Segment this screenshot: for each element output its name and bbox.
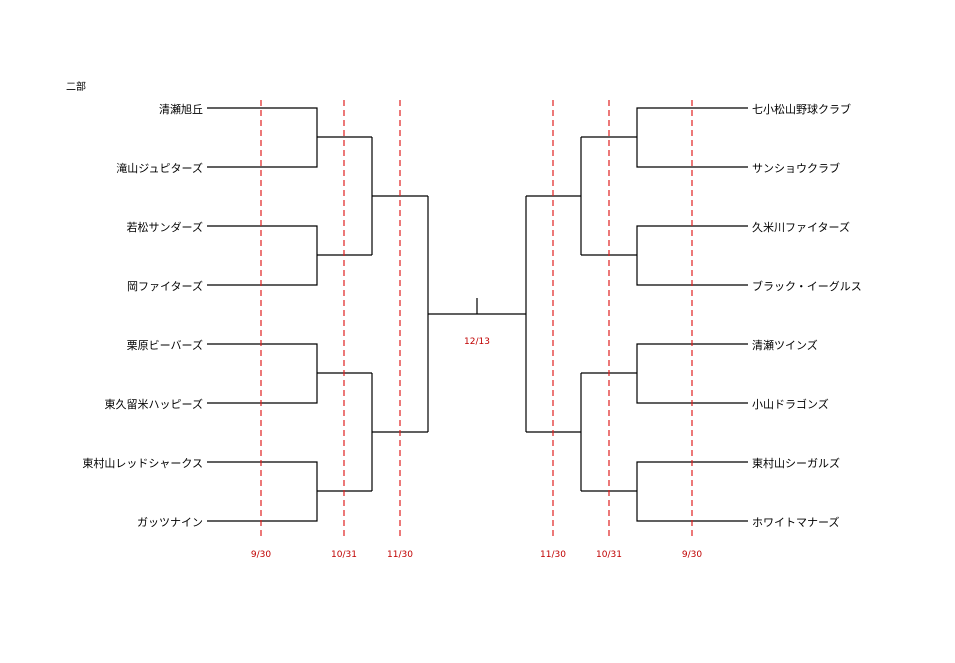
right-round3-date: 11/30	[540, 550, 566, 560]
right-team-8: ホワイトマナーズ	[752, 515, 839, 529]
left-round2-date: 10/31	[331, 550, 357, 560]
right-r1-match-1-line	[581, 107, 748, 168]
left-team-7: 東村山レッドシャークス	[82, 456, 203, 470]
left-semifinal-line	[427, 196, 477, 432]
right-team-list: 七小松山野球クラブ サンショウクラブ 久米川ファイターズ ブラック・イーグルス …	[752, 102, 862, 529]
right-team-2: サンショウクラブ	[752, 161, 840, 175]
left-team-8: ガッツナイン	[137, 516, 203, 529]
round-date-labels: 9/30 10/31 11/30 11/30 10/31 9/30 12/13	[251, 337, 702, 560]
right-semifinal-line	[477, 196, 527, 432]
left-team-3: 若松サンダーズ	[127, 220, 203, 234]
left-bracket-lines	[207, 107, 477, 522]
left-r1-match-1-line	[207, 107, 372, 168]
left-r1-match-2-line	[207, 225, 372, 286]
right-round2-date: 10/31	[596, 550, 622, 560]
left-team-1: 清瀬旭丘	[159, 102, 203, 116]
left-r1-match-4-line	[207, 461, 372, 522]
left-round3-date: 11/30	[387, 550, 413, 560]
left-team-list: 清瀬旭丘 滝山ジュピターズ 若松サンダーズ 岡ファイターズ 栗原ビーバーズ 東久…	[82, 102, 203, 529]
right-team-4: ブラック・イーグルス	[752, 279, 862, 293]
right-team-1: 七小松山野球クラブ	[752, 102, 851, 116]
right-team-7: 東村山シーガルズ	[752, 456, 840, 470]
left-team-5: 栗原ビーバーズ	[127, 338, 203, 352]
final-date: 12/13	[464, 337, 490, 347]
left-round1-date: 9/30	[251, 550, 271, 560]
left-team-6: 東久留米ハッピーズ	[105, 397, 203, 411]
right-round1-date: 9/30	[682, 550, 702, 560]
right-team-6: 小山ドラゴンズ	[752, 397, 829, 411]
section-title: 二部	[66, 80, 86, 93]
left-r1-match-3-line	[207, 343, 372, 404]
left-team-2: 滝山ジュピターズ	[116, 161, 203, 175]
right-team-3: 久米川ファイターズ	[752, 220, 850, 234]
right-r1-match-3-line	[581, 343, 748, 404]
left-team-4: 岡ファイターズ	[127, 279, 203, 293]
round-date-lines	[260, 100, 693, 540]
right-r1-match-2-line	[581, 225, 748, 286]
right-team-5: 清瀬ツインズ	[752, 338, 818, 352]
right-bracket-lines	[477, 107, 748, 522]
right-r1-match-4-line	[581, 461, 748, 522]
